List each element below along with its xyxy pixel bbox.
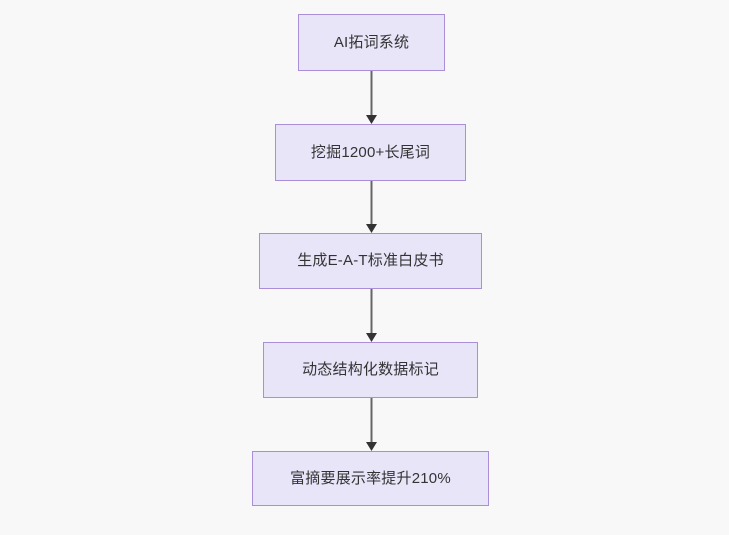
flowchart-node-label: 生成E-A-T标准白皮书 (297, 252, 444, 269)
edge-arrowhead-icon (366, 333, 377, 342)
flowchart-node-n5[interactable]: 富摘要展示率提升210% (252, 451, 489, 506)
flowchart-edge-e2 (366, 181, 377, 233)
flowchart-node-label: 挖掘1200+长尾词 (310, 143, 431, 161)
flowchart-node-label: 富摘要展示率提升210% (290, 469, 451, 487)
flowchart-node-n1[interactable]: AI拓词系统 (298, 14, 445, 71)
edge-arrowhead-icon (366, 442, 377, 451)
flowchart-edge-e4 (366, 398, 377, 451)
flowchart-node-label: AI拓词系统 (333, 33, 410, 51)
flowchart-edge-e1 (366, 71, 377, 124)
flowchart-node-n3[interactable]: 生成E-A-T标准白皮书 (259, 233, 482, 289)
flowchart-edge-e3 (366, 289, 377, 342)
edge-arrowhead-icon (366, 115, 377, 124)
edge-arrowhead-icon (366, 224, 377, 233)
flowchart-node-n2[interactable]: 挖掘1200+长尾词 (275, 124, 466, 181)
flowchart-node-n4[interactable]: 动态结构化数据标记 (263, 342, 478, 398)
flowchart-node-label: 动态结构化数据标记 (302, 361, 439, 378)
